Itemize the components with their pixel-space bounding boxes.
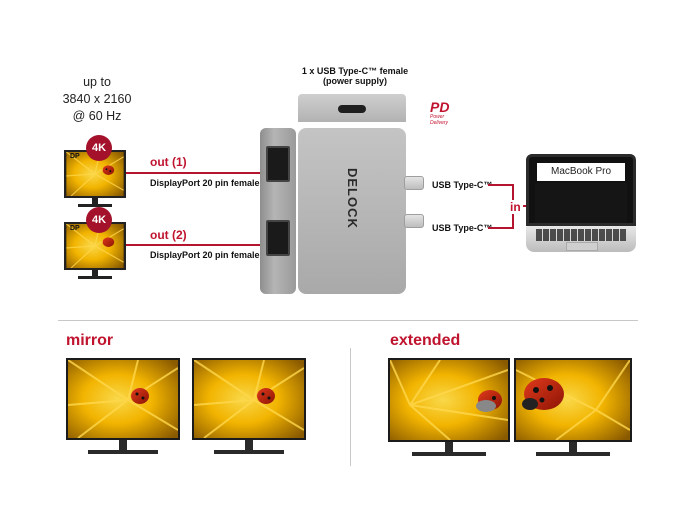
out-2-label: out (2) bbox=[150, 228, 187, 242]
monitor-screen bbox=[514, 358, 632, 442]
extended-monitor-2 bbox=[514, 358, 632, 456]
badge-4k: 4K bbox=[86, 135, 112, 161]
monitor-stand bbox=[92, 270, 98, 276]
laptop-screen: MacBook Pro bbox=[526, 154, 636, 226]
monitor-screen bbox=[192, 358, 306, 440]
in-bracket-top bbox=[488, 184, 514, 186]
screen-image bbox=[68, 360, 178, 438]
usb-c-plug-2 bbox=[404, 214, 424, 228]
dp-tag: DP bbox=[70, 153, 80, 160]
in-bracket-bottom bbox=[488, 227, 514, 229]
laptop-keyboard-base bbox=[526, 226, 636, 252]
input-usb-label-2: USB Type-C™ bbox=[432, 223, 493, 233]
displayport-icon bbox=[266, 146, 290, 182]
adapter-body: DELOCK bbox=[298, 128, 406, 294]
brand-text: DELOCK bbox=[345, 168, 360, 229]
power-delivery-logo: PD Power Delivery bbox=[430, 100, 449, 126]
usb-c-plug-1 bbox=[404, 176, 424, 190]
monitor-base bbox=[78, 204, 112, 207]
monitor-screen bbox=[66, 358, 180, 440]
pd-logo-sub-2: Delivery bbox=[430, 120, 449, 126]
screen-image bbox=[194, 360, 304, 438]
screen-image bbox=[390, 360, 508, 440]
laptop: MacBook Pro bbox=[526, 154, 636, 252]
mode-divider bbox=[350, 348, 351, 466]
monitor-stand bbox=[245, 440, 253, 450]
screen-image bbox=[516, 360, 630, 440]
out-1-label: out (1) bbox=[150, 155, 187, 169]
section-divider bbox=[58, 320, 638, 321]
in-label: in bbox=[508, 200, 523, 214]
out-1-port-label: DisplayPort 20 pin female bbox=[150, 178, 260, 188]
mirror-monitor-2 bbox=[192, 358, 306, 454]
connection-line-out-1 bbox=[126, 172, 266, 174]
input-usb-label-1: USB Type-C™ bbox=[432, 180, 493, 190]
adapter-displayport-side bbox=[260, 128, 296, 294]
displayport-icon bbox=[266, 220, 290, 256]
monitor-stand bbox=[92, 198, 98, 204]
resolution-line-3: @ 60 Hz bbox=[72, 109, 122, 123]
monitor-stand bbox=[119, 440, 127, 450]
power-label-line-2: (power supply) bbox=[322, 76, 387, 86]
keyboard bbox=[536, 229, 626, 241]
laptop-display-area bbox=[535, 183, 627, 223]
mirror-title: mirror bbox=[66, 332, 114, 349]
usb-c-port-icon bbox=[338, 105, 366, 113]
trackpad bbox=[566, 242, 598, 251]
laptop-label: MacBook Pro bbox=[537, 163, 625, 181]
out-2-port-label: DisplayPort 20 pin female bbox=[150, 250, 260, 260]
power-label: 1 x USB Type-C™ female (power supply) bbox=[300, 66, 410, 86]
badge-4k: 4K bbox=[86, 207, 112, 233]
extended-monitor-1 bbox=[388, 358, 510, 456]
monitor-base bbox=[412, 452, 486, 456]
pd-logo-sub-1: Power bbox=[430, 114, 445, 120]
pd-logo-text: PD bbox=[430, 99, 450, 115]
adapter-power-block bbox=[298, 94, 406, 122]
extended-title: extended bbox=[390, 332, 461, 349]
connection-line-out-2 bbox=[126, 244, 266, 246]
resolution-text: up to 3840 x 2160 @ 60 Hz bbox=[52, 74, 142, 125]
mirror-monitor-1 bbox=[66, 358, 180, 454]
resolution-line-1: up to bbox=[83, 75, 111, 89]
monitor-base bbox=[78, 276, 112, 279]
monitor-screen bbox=[388, 358, 510, 442]
power-label-line-1: 1 x USB Type-C™ female bbox=[301, 66, 409, 76]
monitor-base bbox=[536, 452, 610, 456]
monitor-base bbox=[214, 450, 284, 454]
monitor-stand bbox=[445, 442, 453, 452]
resolution-line-2: 3840 x 2160 bbox=[62, 92, 132, 106]
brand-logo: DELOCK bbox=[342, 168, 362, 258]
dp-tag: DP bbox=[70, 225, 80, 232]
monitor-stand bbox=[569, 442, 577, 452]
monitor-base bbox=[88, 450, 158, 454]
